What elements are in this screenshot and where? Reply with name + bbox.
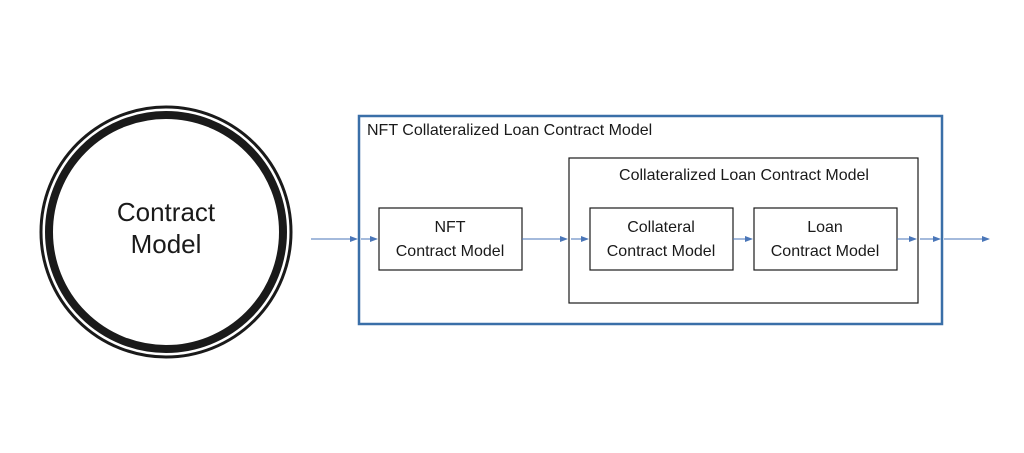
loan-box-label-line1: Loan: [807, 219, 843, 236]
collateralized-loan-container: Collateralized Loan Contract Model: [568, 157, 919, 304]
loan-contract-model-box: Loan Contract Model: [753, 207, 898, 271]
inner-container-border: [568, 157, 919, 304]
outer-container-border: [357, 114, 944, 326]
contract-model-label-line2: Model: [131, 229, 202, 259]
nft-collateralized-loan-container: NFT Collateralized Loan Contract Model: [357, 114, 944, 326]
collateral-box-label-line1: Collateral: [627, 219, 695, 236]
inner-container-title: Collateralized Loan Contract Model: [619, 167, 869, 184]
nft-contract-model-box: NFT Contract Model: [378, 207, 523, 271]
nft-box-label-line2: Contract Model: [396, 243, 505, 260]
collateral-box-label-line2: Contract Model: [607, 243, 716, 260]
contract-model-node: Contract Model: [39, 105, 293, 359]
nft-box-label-line1: NFT: [434, 219, 465, 236]
contract-model-inner-ring: [45, 111, 287, 353]
collateral-box-border: [589, 207, 734, 271]
contract-model-label-line1: Contract: [117, 197, 216, 227]
nft-box-border: [378, 207, 523, 271]
contract-model-outer-ring: [39, 105, 293, 359]
collateral-contract-model-box: Collateral Contract Model: [589, 207, 734, 271]
outer-container-title: NFT Collateralized Loan Contract Model: [367, 122, 652, 139]
loan-box-label-line2: Contract Model: [771, 243, 880, 260]
loan-box-border: [753, 207, 898, 271]
